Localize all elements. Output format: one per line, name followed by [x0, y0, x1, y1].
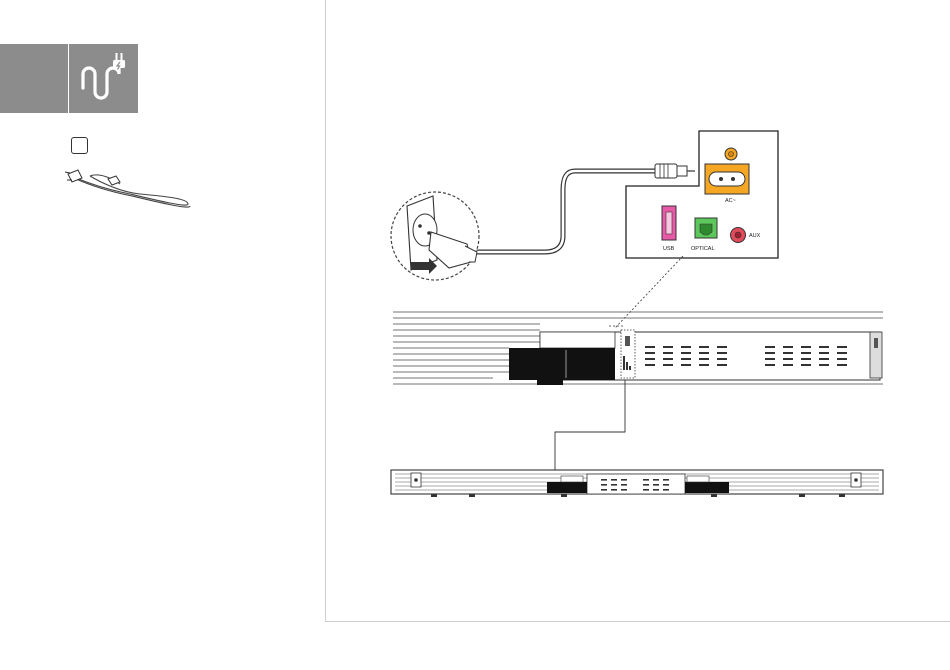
wall-outlet-icon — [391, 192, 479, 280]
aux-port — [731, 228, 746, 243]
ac-port-label: AC~ — [725, 198, 736, 204]
power-cord-illustration — [60, 160, 200, 215]
footer-rule — [325, 621, 950, 622]
power-cable-icon — [69, 44, 138, 113]
aux-port-label: AUX — [749, 233, 761, 239]
usb-port — [662, 206, 676, 240]
section-tab-power — [69, 44, 138, 113]
connection-diagram: AC~ USB OPTICAL AUX — [325, 0, 950, 620]
connector-line — [555, 380, 625, 470]
usb-port-label: USB — [663, 246, 675, 252]
callout-leader — [609, 256, 683, 328]
step-checkbox — [71, 137, 88, 154]
soundbar-top-view — [393, 312, 883, 385]
optical-port-label: OPTICAL — [691, 246, 715, 252]
connector-panel: AC~ USB OPTICAL AUX — [626, 131, 778, 258]
soundbar-full-view — [391, 470, 883, 497]
section-tab-blank — [0, 44, 68, 113]
optical-port — [695, 218, 717, 238]
